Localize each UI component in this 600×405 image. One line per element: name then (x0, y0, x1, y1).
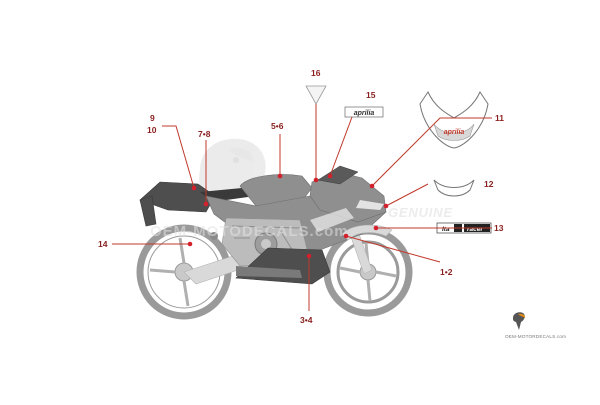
exhaust (236, 266, 302, 278)
marker-dot-3-4 (306, 253, 312, 259)
marker-dots (187, 173, 389, 259)
callout-labels: 16 15 11 9 10 7•8 5•6 12 13 14 1•2 3•4 (98, 68, 504, 325)
marker-dot-15 (327, 173, 333, 179)
marker-dot-14 (187, 241, 193, 247)
callout-10: 10 (147, 125, 157, 135)
callout-7-8: 7•8 (198, 129, 211, 139)
toucan-logo-icon (513, 312, 526, 330)
footer-site-text: OEM-MOTORDECALS.com (505, 334, 566, 339)
leader-15 (329, 116, 353, 177)
leader-1-2 (345, 235, 441, 263)
marker-dot-5-6 (277, 173, 283, 179)
leader-9-10 (162, 125, 195, 189)
leader-11 (371, 117, 492, 187)
marker-dot-1-2 (343, 233, 349, 239)
callout-15: 15 (366, 90, 376, 100)
callout-1-2: 1•2 (440, 267, 453, 277)
callout-9: 9 (150, 113, 155, 123)
rear-hugger (139, 195, 157, 227)
decal-13-left-text: Ita (442, 226, 450, 233)
marker-dot-7-8 (203, 201, 209, 207)
marker-dot-11 (369, 183, 375, 189)
callout-16: 16 (311, 68, 321, 78)
decal-11-nose: aprilia (419, 90, 489, 149)
leader-lines (112, 104, 492, 311)
genuine-watermark: GENUINE (388, 205, 453, 220)
headlight (356, 200, 384, 210)
decal-11-brand-text: aprilia (444, 129, 465, 136)
leader-12 (385, 183, 429, 207)
callout-13: 13 (494, 223, 504, 233)
motorcycle-illustration (136, 165, 413, 320)
windscreen (317, 165, 359, 185)
decal-15-badge: aprilia (344, 106, 384, 118)
decal-12-chevron (433, 179, 475, 197)
marker-dot-12 (383, 203, 389, 209)
decal-15-brand-text: aprilia (354, 110, 375, 117)
callout-5-6: 5•6 (271, 121, 284, 131)
fairing-graphic (310, 208, 354, 232)
site-watermark: OEM-MOTODECALS.com (150, 223, 349, 240)
front-fender (341, 224, 393, 241)
callout-3-4: 3•4 (300, 315, 313, 325)
marker-dot-16 (313, 177, 319, 183)
callout-14: 14 (98, 239, 108, 249)
callout-11: 11 (495, 113, 504, 123)
decal-13-right-text: racer (467, 226, 483, 233)
callout-12: 12 (484, 179, 494, 189)
decal-16-shape (305, 85, 327, 105)
marker-dot-9-10 (191, 185, 197, 191)
marker-dot-13 (373, 225, 379, 231)
